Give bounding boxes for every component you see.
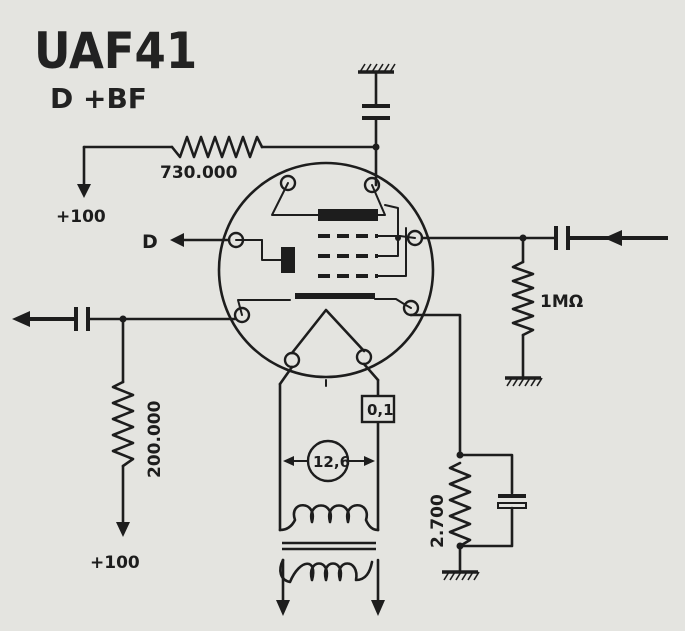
diode-anode xyxy=(281,247,295,273)
resistor-200k xyxy=(111,380,135,468)
arrow-input xyxy=(604,230,622,246)
anode-plate xyxy=(318,209,378,221)
arrow-output xyxy=(12,311,30,327)
resistor-2700 xyxy=(448,461,472,548)
tube-envelope xyxy=(217,161,435,379)
tube-electrodes xyxy=(235,182,416,387)
label-12-6: 12,6 xyxy=(313,453,350,471)
label-plus100-bottom: +100 xyxy=(90,553,140,573)
label-D: D xyxy=(142,231,158,253)
label-200000: 200.000 xyxy=(145,400,165,478)
arrow-mains-right xyxy=(371,600,385,616)
output-circuit xyxy=(12,307,237,537)
label-1M: 1MΩ xyxy=(540,292,583,312)
label-plus100-top: +100 xyxy=(56,207,106,227)
pin-7 xyxy=(283,351,301,369)
arrow-mains-left xyxy=(276,600,290,616)
resistor-1M xyxy=(511,260,535,337)
diode-output xyxy=(170,233,231,247)
box-0-1 xyxy=(360,394,396,424)
transformer-secondary xyxy=(278,504,380,532)
tube-subtitle: D +BF xyxy=(50,82,147,115)
label-730000: 730.000 xyxy=(160,163,238,183)
heater-circuit xyxy=(276,362,396,616)
voltage-circle xyxy=(306,439,350,483)
label-0-1: 0,1 xyxy=(367,401,394,419)
tube-title: UAF41 xyxy=(34,22,197,80)
transformer-primary xyxy=(279,558,374,584)
arrow-supply-top xyxy=(77,184,91,198)
arrow-supply-bottom xyxy=(116,522,130,537)
anode-circuit xyxy=(77,63,396,198)
cathode xyxy=(295,293,375,299)
input-circuit xyxy=(420,226,668,387)
resistor-730k xyxy=(170,135,264,159)
tube-pins xyxy=(227,174,424,369)
heater-filament xyxy=(290,308,366,355)
label-2700: 2.700 xyxy=(428,494,448,548)
cathode-circuit xyxy=(409,313,527,581)
arrow-diode-output xyxy=(170,233,184,247)
